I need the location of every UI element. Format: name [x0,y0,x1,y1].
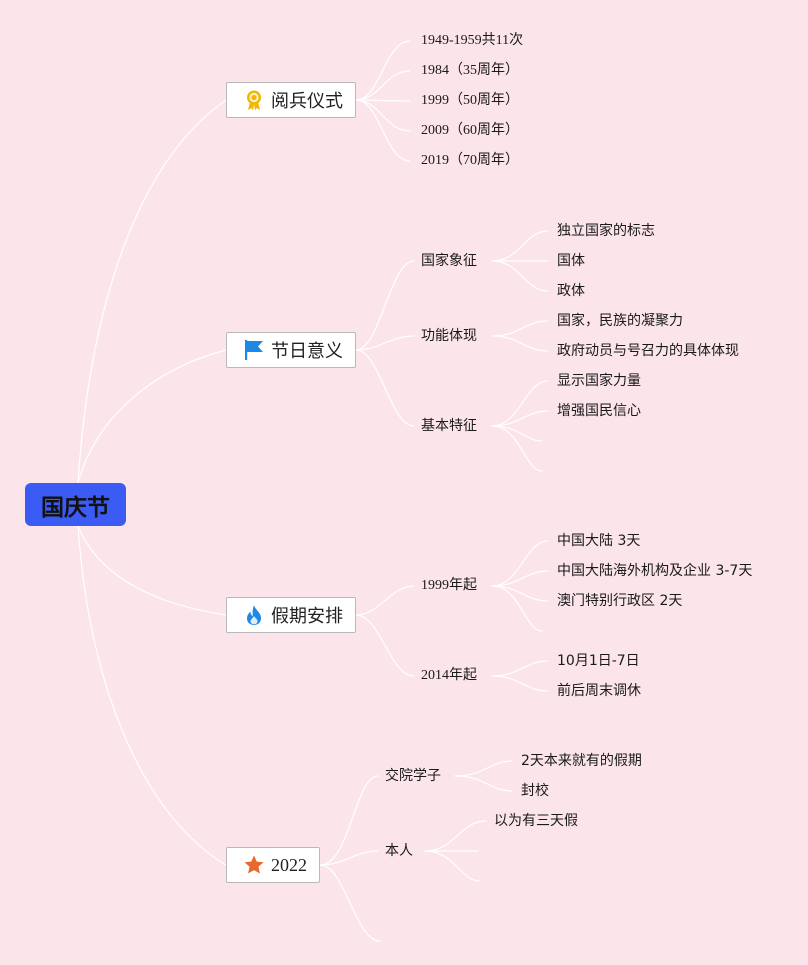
branch-label: 假期安排 [271,606,343,627]
sub-national-symbol: 国家象征 [421,253,477,269]
leaf-1999-1: 中国大陆 3天 [557,533,641,549]
leaf-2014-1: 10月1日-7日 [557,653,640,669]
leaf-symbol-1: 独立国家的标志 [557,223,655,239]
branch-holiday[interactable]: 假期安排 [226,597,356,633]
leaf-symbol-3: 政体 [557,283,585,299]
leaf-1999-3: 澳门特别行政区 2天 [557,593,683,609]
leaf-symbol-2: 国体 [557,253,585,269]
leaf-function-2: 政府动员与号召力的具体体现 [557,343,739,359]
branch-label: 阅兵仪式 [271,91,343,112]
leaf-function-1: 国家，民族的凝聚力 [557,313,683,329]
leaf-parade-3: 1999（50周年） [421,93,519,108]
leaf-1999-2: 中国大陆海外机构及企业 3-7天 [557,563,753,579]
leaf-parade-2: 1984（35周年） [421,63,519,78]
leaf-parade-1: 1949-1959共11次 [421,33,524,48]
leaf-feature-2: 增强国民信心 [557,403,641,419]
leaf-feature-1: 显示国家力量 [557,373,641,389]
edge-root-meaning [77,349,227,484]
flag-icon [243,339,265,361]
sub-basic-feature: 基本特征 [421,418,477,434]
branch-label: 2022 [271,854,307,875]
star-icon [243,854,265,876]
branch-label: 节日意义 [271,341,343,362]
leaf-students-2: 封校 [521,783,549,799]
sub-myself: 本人 [385,843,413,859]
branch-parade[interactable]: 阅兵仪式 [226,82,356,118]
root-node[interactable]: 国庆节 [25,483,126,526]
leaf-2014-2: 前后周末调休 [557,683,641,699]
sub-since-2014: 2014年起 [421,668,477,683]
edge-root-parade [77,99,227,484]
branch-meaning[interactable]: 节日意义 [226,332,356,368]
leaf-parade-5: 2019（70周年） [421,153,519,168]
leaf-myself-1: 以为有三天假 [494,813,578,829]
sub-since-1999: 1999年起 [421,578,477,593]
medal-icon [243,89,265,111]
fire-icon [243,604,265,626]
sub-function: 功能体现 [421,328,477,344]
leaf-parade-4: 2009（60周年） [421,123,519,138]
branch-2022[interactable]: 2022 [226,847,320,883]
edge-root-holiday [77,525,227,616]
leaf-students-1: 2天本来就有的假期 [521,753,642,769]
sub-students: 交院学子 [385,768,441,784]
edge-root-2022 [77,525,227,866]
